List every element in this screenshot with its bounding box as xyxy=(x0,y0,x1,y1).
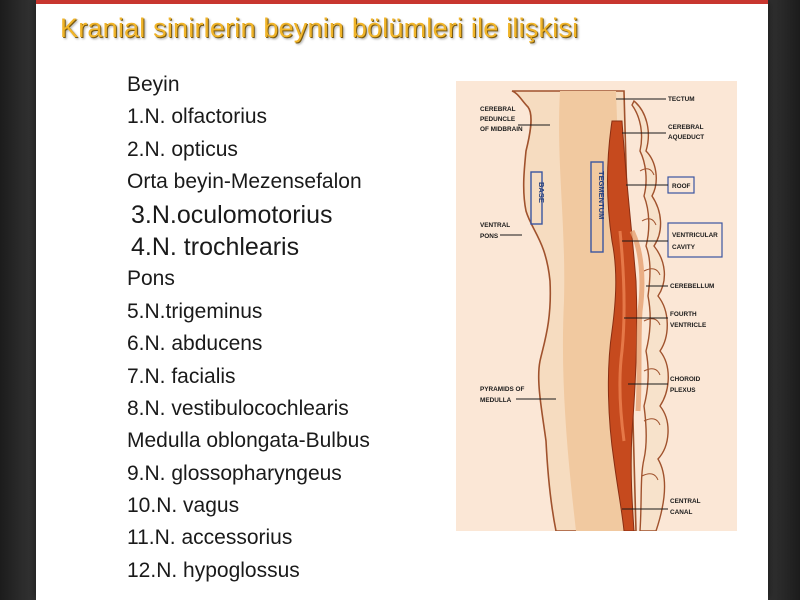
nerve-list-item: 11.N. accessorius xyxy=(127,526,293,550)
roof-plate xyxy=(629,229,645,412)
ventricle-cavity xyxy=(607,120,638,531)
label-choroid-plexus-1: CHOROID xyxy=(670,376,701,383)
nerve-list-item: 6.N. abducens xyxy=(127,332,263,356)
label-ventral-pons-1: VENTRAL xyxy=(480,222,510,229)
tegmentum-label-box xyxy=(590,161,604,253)
label-cerebral-aqueduct-2: AQUEDUCT xyxy=(668,134,704,141)
label-ventral-pons-2: PONS xyxy=(480,233,499,240)
nerve-list-item: 10.N. vagus xyxy=(127,494,240,518)
nerve-list-item: Beyin xyxy=(127,73,180,96)
nerve-list-item: 2.N. opticus xyxy=(127,137,238,161)
ventricle-highlight xyxy=(618,230,626,442)
label-cerebellum: CEREBELLUM xyxy=(670,283,714,290)
nerve-list-item: Medulla oblongata-Bulbus xyxy=(127,429,370,453)
label-cerebral-peduncle-2: PEDUNCLE xyxy=(480,116,516,123)
nerve-list-item: 4.N. trochlearis xyxy=(131,232,300,261)
label-roof: ROOF xyxy=(672,183,691,190)
nerve-list-item: 1.N. olfactorius xyxy=(127,105,268,129)
nerve-list-item: 5.N.trigeminus xyxy=(127,299,263,323)
nerve-list-item: 12.N. hypoglossus xyxy=(127,558,300,582)
label-fourth-ventricle-2: VENTRICLE xyxy=(670,322,707,329)
ventricular-cavity-label-box xyxy=(667,222,723,258)
label-cerebral-peduncle-3: OF MIDBRAIN xyxy=(480,126,523,133)
cerebellum-folia xyxy=(639,168,661,481)
label-pyramids-2: MEDULLA xyxy=(480,397,512,404)
slide-title: Kranial sinirlerin beynin bölümleri ile … xyxy=(60,13,579,43)
label-tectum: TECTUM xyxy=(668,96,695,103)
base-label: BASE xyxy=(537,182,546,203)
label-cerebral-aqueduct-1: CEREBRAL xyxy=(668,124,704,131)
nerve-list-item: 3.N.oculomotorius xyxy=(131,200,333,229)
label-choroid-plexus-2: PLEXUS xyxy=(670,387,696,394)
brainstem-diagram-svg: BASE TEGMENTUM CEREBRAL PEDUNCLE OF MIDB… xyxy=(480,90,723,531)
label-central-canal-2: CANAL xyxy=(670,509,692,516)
label-central-canal-1: CENTRAL xyxy=(670,498,701,505)
slide: Kranial sinirlerin beynin bölümleri ile … xyxy=(36,0,768,600)
label-ventricular-cavity-2: CAVITY xyxy=(672,244,696,251)
nerve-list-item: 8.N. vestibulocochlearis xyxy=(127,396,349,420)
top-accent-rule xyxy=(36,0,768,4)
label-ventricular-cavity-1: VENTRICULAR xyxy=(672,232,718,239)
nerve-list-item: Orta beyin-Mezensefalon xyxy=(127,170,362,194)
nerve-list-item: 9.N. glossopharyngeus xyxy=(127,461,342,485)
nerve-list-item: Pons xyxy=(127,267,175,291)
tegmentum-label: TEGMENTUM xyxy=(597,171,606,219)
brainstem-diagram: BASE TEGMENTUM CEREBRAL PEDUNCLE OF MIDB… xyxy=(456,81,737,531)
label-cerebral-peduncle-1: CEREBRAL xyxy=(480,106,516,113)
nerve-list-item: 7.N. facialis xyxy=(127,364,236,388)
label-fourth-ventricle-1: FOURTH xyxy=(670,311,697,318)
label-pyramids-1: PYRAMIDS OF xyxy=(480,386,524,393)
base-label-box xyxy=(530,171,543,225)
